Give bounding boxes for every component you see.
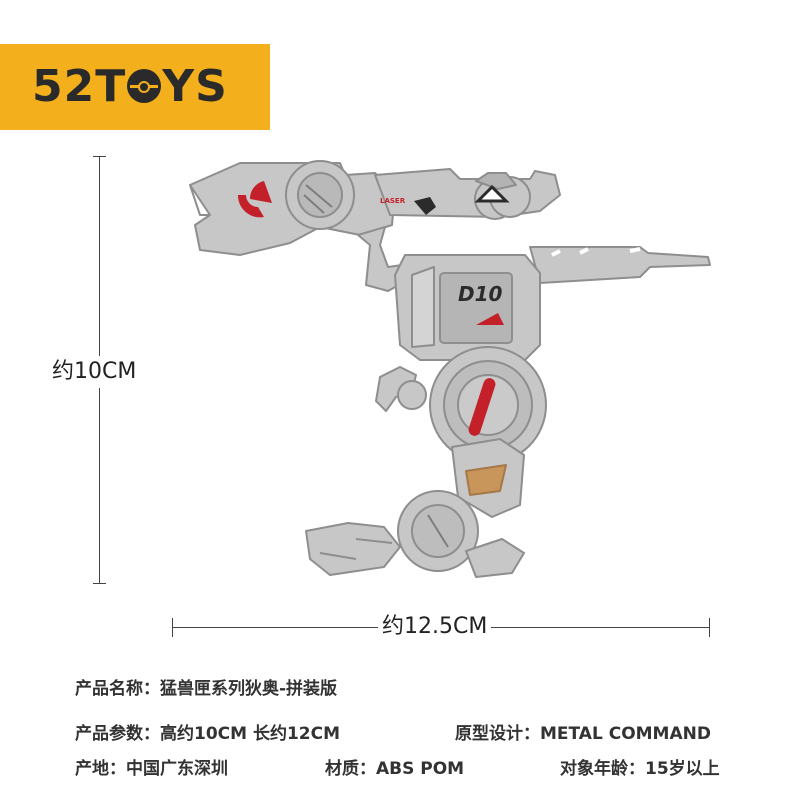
figure-front-foot — [305, 522, 401, 576]
figure-eye-accent — [249, 181, 272, 203]
figure-laser-label: LASER — [380, 197, 406, 205]
brand-logo-text-start: 52T — [32, 61, 127, 112]
figure-warning-emblem — [474, 184, 510, 203]
robot-dinosaur-figure: LASER D10 — [189, 160, 711, 578]
figure-back-foot — [465, 538, 525, 578]
figure-chest-code: D10 — [458, 282, 503, 306]
figure-laser-cannon — [374, 168, 561, 218]
spec-design: 原型设计：METAL COMMAND — [455, 724, 711, 744]
figure-hip-accent — [468, 378, 496, 436]
height-dimension-label: 约10CM — [52, 356, 137, 388]
spec-product-name: 产品名称：猛兽匣系列狄奥-拼装版 — [75, 679, 338, 699]
length-dimension-right-tick — [709, 618, 710, 637]
spec-origin: 产地：中国广东深圳 — [75, 759, 228, 779]
spec-age: 对象年龄：15岁以上 — [560, 759, 720, 779]
spec-product-params: 产品参数：高约10CM 长约12CM — [75, 724, 341, 744]
length-dimension-label: 约12.5CM — [378, 612, 492, 642]
logo-eye-icon — [127, 69, 162, 103]
brand-logo: 52T YS — [32, 60, 228, 114]
height-dimension-bottom-tick — [93, 583, 106, 584]
brand-logo-text-end: YS — [162, 61, 228, 112]
figure-tail — [529, 246, 711, 284]
spec-material: 材质：ABS POM — [325, 759, 465, 779]
